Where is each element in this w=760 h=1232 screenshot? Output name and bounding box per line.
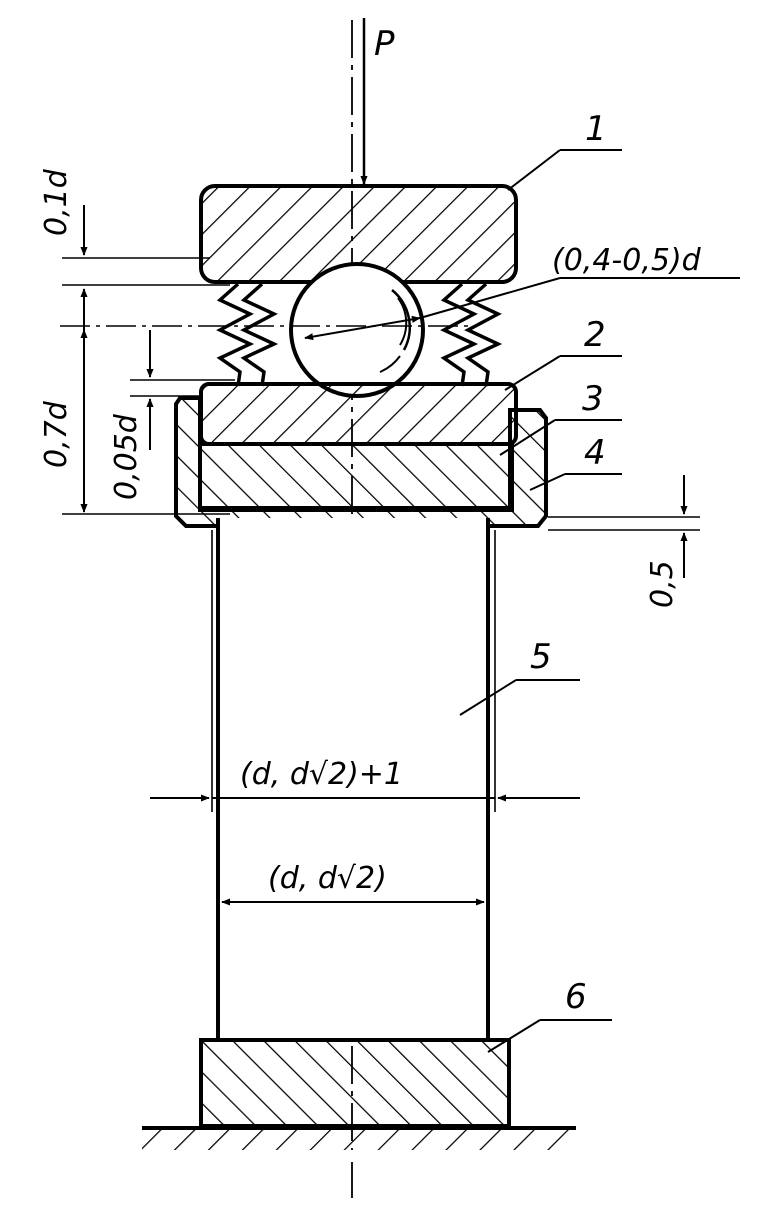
plate-thickness-dim-label: 0,05d <box>109 413 144 500</box>
top-plate-dim-label: 0,1d <box>39 168 74 236</box>
part-label-2: 2 <box>584 315 606 355</box>
leader-3 <box>499 419 556 456</box>
gap-dim-label: 0,5 <box>645 560 680 608</box>
inner-plate <box>198 442 514 512</box>
ball-diameter-dim <box>304 315 421 341</box>
leader-6 <box>487 1019 541 1053</box>
lower-plate <box>199 382 518 446</box>
spring-right <box>440 282 479 387</box>
leader-4 <box>529 473 566 491</box>
ball-diameter-label: (0,4-0,5)d <box>552 243 702 278</box>
part-label-4: 4 <box>584 433 606 473</box>
specimen <box>218 518 490 1038</box>
leader-5 <box>459 679 517 716</box>
specimen-outer-label: (d, d√2)+1 <box>240 757 403 792</box>
base-plate <box>199 1038 511 1128</box>
load-label: P <box>374 24 395 64</box>
spring-left <box>216 282 255 387</box>
specimen-inner-label: (d, d√2) <box>268 861 387 896</box>
part-label-6: 6 <box>565 977 587 1017</box>
leader-1 <box>507 149 561 191</box>
leader-2 <box>504 355 561 391</box>
part-label-3: 3 <box>582 379 604 419</box>
ball <box>289 262 425 398</box>
spring-height-dim-label: 0,7d <box>39 400 74 468</box>
part-label-1: 1 <box>585 109 607 149</box>
part-label-5: 5 <box>530 637 552 677</box>
